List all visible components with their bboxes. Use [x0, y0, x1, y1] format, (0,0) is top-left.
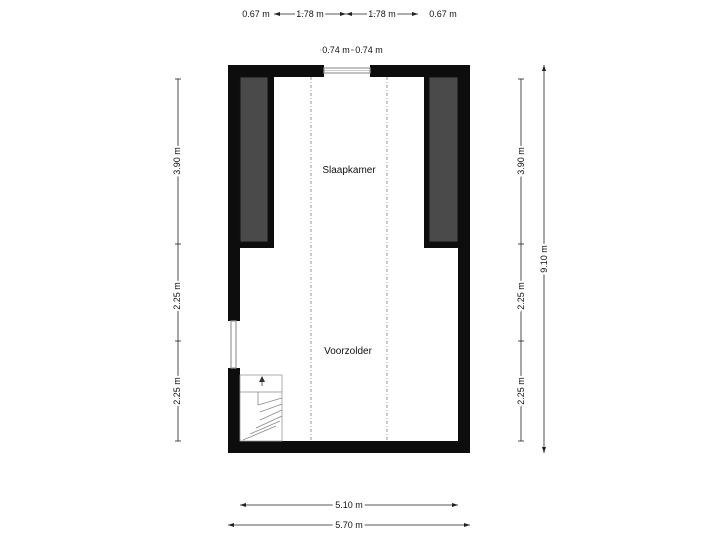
dim-bottom-inner: 5.10 m — [335, 500, 363, 510]
bottom-dimension-chain: 5.10 m 5.70 m — [228, 498, 470, 533]
wall-top-left — [228, 65, 324, 77]
wall-right — [458, 65, 470, 453]
dim-top-seg3: 1.78 m — [368, 9, 396, 19]
dim-top-seg1: 0.67 m — [242, 9, 270, 19]
dim-right-total: 9.10 m — [539, 245, 549, 273]
window-dimension: 0.74 m 0.74 m — [320, 43, 385, 57]
arrow-icon — [542, 65, 546, 71]
dim-window-a: 0.74 m — [322, 45, 350, 55]
window-left — [230, 320, 237, 369]
arrow-icon — [346, 12, 352, 16]
arrow-icon — [464, 523, 470, 527]
dim-left-1: 3.90 m — [172, 147, 182, 175]
arrow-icon — [542, 447, 546, 453]
stair-outline — [239, 374, 283, 442]
staircase — [239, 374, 283, 442]
knee-wall-right-bottom — [424, 240, 458, 248]
arrow-icon — [452, 503, 458, 507]
arrow-up-icon — [259, 376, 265, 382]
dim-left-3: 2.25 m — [172, 377, 182, 405]
sloped-ceiling-right — [428, 76, 459, 243]
dim-right-2: 2.25 m — [516, 282, 526, 310]
left-dimension-chain: 3.90 m 2.25 m 2.25 m — [170, 78, 184, 442]
wall-left-lower — [228, 368, 240, 453]
walls — [228, 65, 470, 453]
room-label-slaapkamer: Slaapkamer — [322, 165, 376, 176]
arrow-icon — [412, 12, 418, 16]
dim-top-seg2: 1.78 m — [296, 9, 324, 19]
knee-wall-left-bottom — [240, 240, 274, 248]
dim-left-2: 2.25 m — [172, 282, 182, 310]
right-dimension-chain: 3.90 m 2.25 m 2.25 m 9.10 m — [514, 65, 551, 453]
arrow-icon — [228, 523, 234, 527]
wall-top-right — [370, 65, 470, 77]
dim-right-3: 2.25 m — [516, 377, 526, 405]
top-dimension-chain: 0.67 m 1.78 m 1.78 m 0.67 m — [242, 7, 457, 21]
dim-bottom-outer: 5.70 m — [335, 520, 363, 530]
dim-top-seg4: 0.67 m — [429, 9, 457, 19]
knee-wall-right — [424, 77, 432, 247]
knee-wall-left — [266, 77, 274, 247]
room-label-voorzolder: Voorzolder — [324, 346, 372, 357]
wall-bottom — [228, 441, 470, 453]
wall-left-upper — [228, 65, 240, 321]
dim-right-1: 3.90 m — [516, 147, 526, 175]
arrow-icon — [274, 12, 280, 16]
dim-window-b: 0.74 m — [355, 45, 383, 55]
sloped-ceiling-left — [239, 76, 269, 243]
arrow-icon — [340, 12, 346, 16]
arrow-icon — [240, 503, 246, 507]
